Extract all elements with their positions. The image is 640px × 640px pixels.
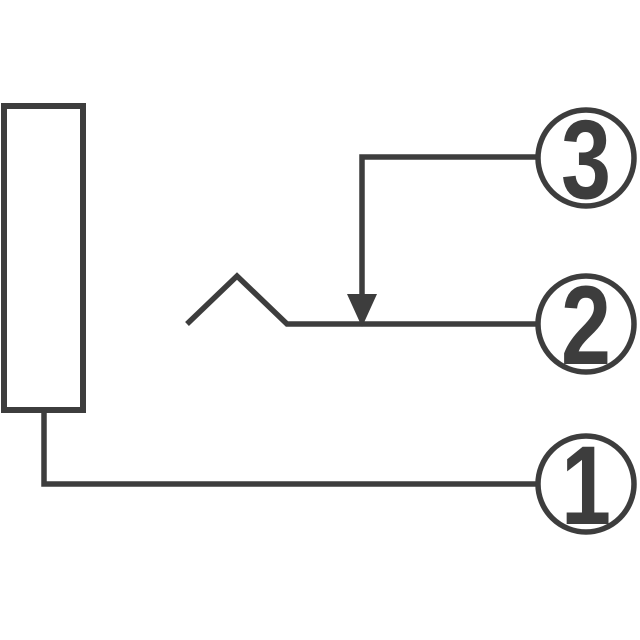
pin-3-circle	[535, 107, 637, 209]
pin-1-circle	[535, 433, 637, 535]
jack-body	[1, 103, 86, 413]
pin-1-wire	[41, 410, 541, 487]
pin-3-label: 3	[561, 97, 611, 222]
pin-2-circle	[535, 273, 637, 375]
pin-3-switch-wire	[359, 154, 541, 298]
down-arrow-icon	[347, 294, 377, 327]
pin-1-label: 1	[561, 423, 611, 548]
pin-2-label: 2	[561, 263, 611, 388]
pin-2-tip-contact-wire	[185, 272, 541, 327]
